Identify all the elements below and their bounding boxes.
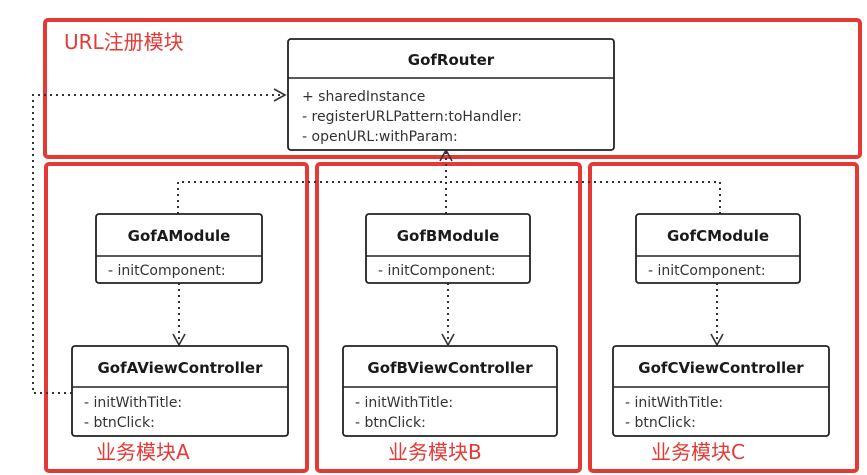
module-c-frame <box>588 162 859 473</box>
class-title: GofBModule <box>397 227 500 245</box>
member-init-with-title: - initWithTitle: <box>84 395 182 411</box>
member-shared-instance: + sharedInstance <box>302 89 425 105</box>
connectors <box>32 88 724 394</box>
class-gofaviewcontroller: GofAViewController - initWithTitle: - bt… <box>71 345 289 437</box>
member-btn-click: - btnClick: <box>84 415 155 431</box>
class-gofbmodule: GofBModule - initComponent: <box>365 213 531 284</box>
member-init-with-title: - initWithTitle: <box>355 395 453 411</box>
member-init-with-title: - initWithTitle: <box>625 395 723 411</box>
class-title: GofBViewController <box>367 359 533 377</box>
module-b-label: 业务模块B <box>388 440 482 464</box>
url-module-label: URL注册模块 <box>64 30 184 54</box>
member-init-component: - initComponent: <box>108 263 226 279</box>
class-title: GofCViewController <box>638 359 804 377</box>
member-init-component: - initComponent: <box>648 263 766 279</box>
class-title: GofAModule <box>128 227 231 245</box>
class-gofcmodule: GofCModule - initComponent: <box>635 213 801 284</box>
class-title: GofAViewController <box>98 359 264 377</box>
connector-avc-to-router <box>32 88 287 394</box>
member-btn-click: - btnClick: <box>355 415 426 431</box>
class-gofrouter: GofRouter + sharedInstance - registerURL… <box>287 38 615 151</box>
class-title: GofRouter <box>408 51 495 69</box>
module-c-label: 业务模块C <box>651 440 745 464</box>
module-a-label: 业务模块A <box>96 440 190 464</box>
member-open-url: - openURL:withParam: <box>302 129 458 145</box>
class-title: GofCModule <box>667 227 769 245</box>
class-gofbviewcontroller: GofBViewController - initWithTitle: - bt… <box>342 345 558 437</box>
class-gofamodule: GofAModule - initComponent: <box>95 213 263 284</box>
module-b-frame <box>315 162 582 473</box>
member-init-component: - initComponent: <box>378 263 496 279</box>
member-btn-click: - btnClick: <box>625 415 696 431</box>
member-register-url: - registerURLPattern:toHandler: <box>302 109 522 125</box>
connector-amodule-to-router <box>177 181 446 214</box>
connector-cmodule-to-router <box>446 181 721 214</box>
module-a-frame <box>44 162 309 473</box>
class-gofcviewcontroller: GofCViewController - initWithTitle: - bt… <box>612 345 830 437</box>
